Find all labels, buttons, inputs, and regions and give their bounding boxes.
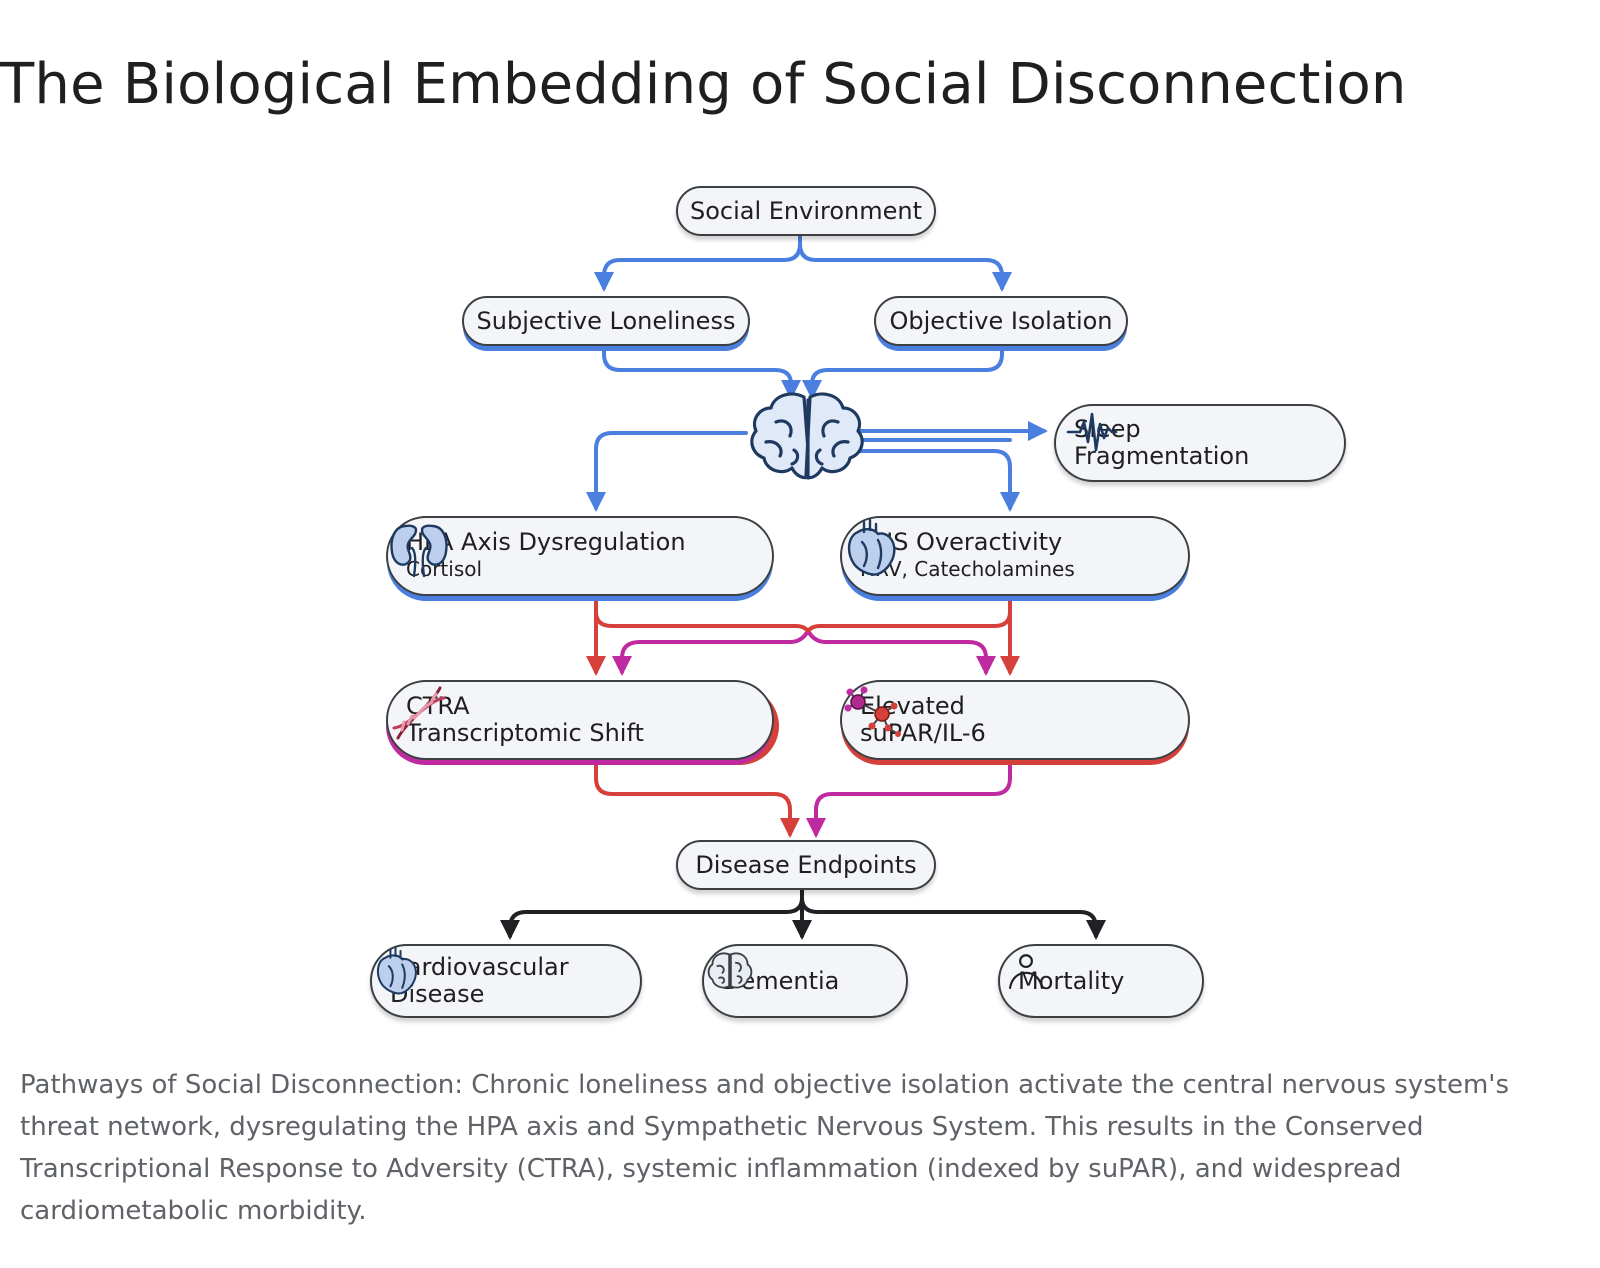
node-sns-overactivity: SNS Overactivity HRV, Catecholamines xyxy=(840,516,1190,596)
figure-caption: Pathways of Social Disconnection: Chroni… xyxy=(20,1070,1509,1226)
edge-env-isolation xyxy=(798,232,1012,292)
page-title: The Biological Embedding of Social Disco… xyxy=(0,52,1407,117)
dna-icon xyxy=(392,686,446,740)
node-supar-il6: Elevated suPAR/IL-6 xyxy=(840,680,1190,760)
edge-cross-to-supar xyxy=(808,632,996,676)
node-ctra: CTRA Transcriptomic Shift xyxy=(386,680,774,760)
edge-endpoints-cardio xyxy=(500,884,804,940)
node-hpa-title: HPA Axis Dysregulation xyxy=(406,528,686,556)
sleep-waveform-icon xyxy=(1066,412,1118,452)
node-cardiovascular-disease: Cardiovascular Disease xyxy=(370,944,642,1018)
node-hpa-axis: HPA Axis Dysregulation Cortisol xyxy=(386,516,774,596)
node-mortality-label: Mortality xyxy=(1018,966,1125,995)
node-social-environment-label: Social Environment xyxy=(689,197,923,225)
kidney-icon xyxy=(390,524,448,578)
molecule-icon xyxy=(844,686,901,737)
brain-icon xyxy=(707,952,753,989)
edge-endpoints-mortality xyxy=(800,884,1106,940)
edge-ctra-endpoints xyxy=(594,760,800,838)
edge-brain-hpa xyxy=(586,431,748,512)
node-objective-isolation: Objective Isolation xyxy=(874,296,1128,346)
heart-icon xyxy=(376,946,417,995)
edge-env-loneliness xyxy=(594,232,802,292)
edge-hpa-supar xyxy=(594,610,812,636)
node-objective-isolation-label: Objective Isolation xyxy=(889,307,1113,335)
person-icon xyxy=(1008,954,1044,990)
node-subjective-loneliness: Subjective Loneliness xyxy=(462,296,750,346)
edge-cross-to-ctra xyxy=(612,632,808,676)
edge-loneliness-brain xyxy=(602,344,801,400)
node-social-environment: Social Environment xyxy=(676,186,936,236)
node-subjective-loneliness-label: Subjective Loneliness xyxy=(476,307,736,335)
node-cardio-line1: Cardiovascular xyxy=(390,953,569,981)
node-sleep-fragmentation: Sleep Fragmentation xyxy=(1054,404,1346,482)
pathway-connectors xyxy=(500,232,1106,940)
node-sleep-line2: Fragmentation xyxy=(1074,442,1250,470)
edge-sns-ctra xyxy=(804,610,1012,636)
brain-icon xyxy=(750,392,864,480)
node-ctra-line2: Transcriptomic Shift xyxy=(406,719,644,747)
node-dementia: Dementia xyxy=(702,944,908,1018)
pathway-diagram: Social Environment Subjective Loneliness… xyxy=(0,150,1600,1050)
node-sns-subtitle: HRV, Catecholamines xyxy=(860,557,1075,581)
edge-isolation-brain xyxy=(802,344,1004,400)
heart-icon xyxy=(847,518,896,576)
node-supar-line2: suPAR/IL-6 xyxy=(860,719,986,747)
edge-supar-endpoints xyxy=(806,760,1012,838)
node-disease-endpoints: Disease Endpoints xyxy=(676,840,936,890)
edge-brain-sns xyxy=(856,449,1020,512)
node-disease-endpoints-label: Disease Endpoints xyxy=(695,851,917,879)
node-mortality: Mortality xyxy=(998,944,1204,1018)
